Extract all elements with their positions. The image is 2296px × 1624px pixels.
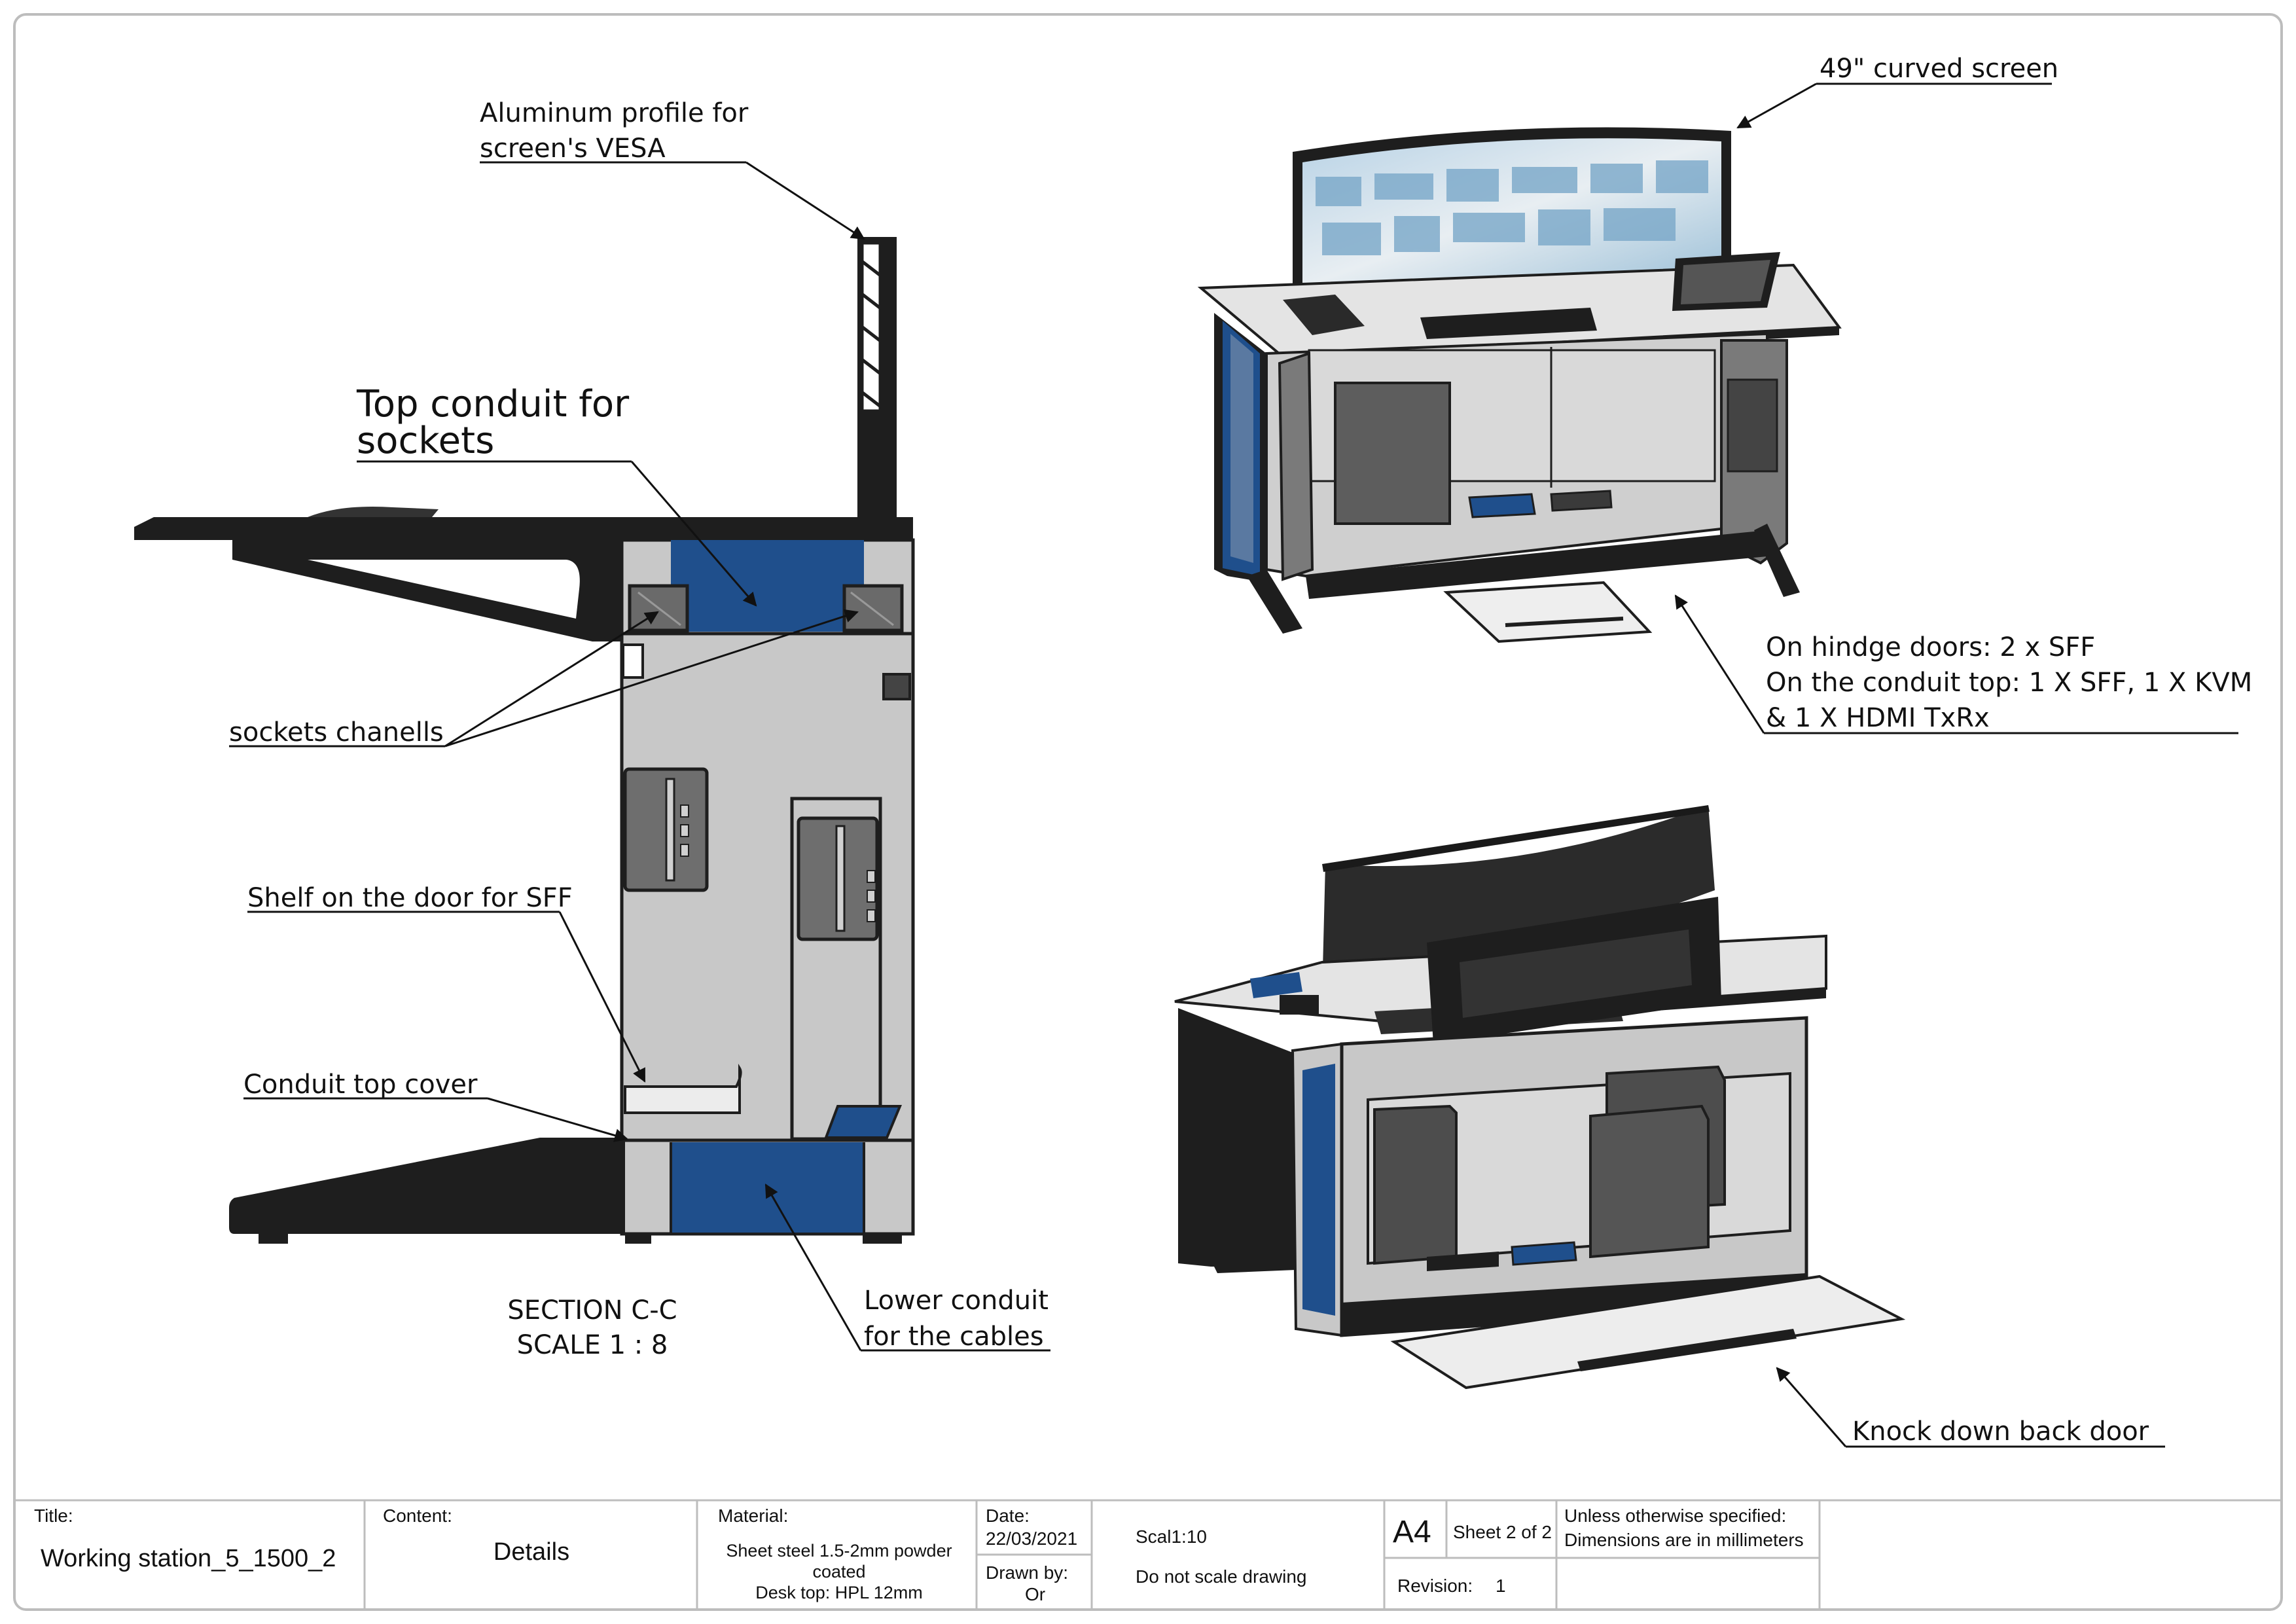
callout-lower-conduit-2: for the cables: [864, 1322, 1044, 1352]
sheet-border: [13, 13, 2283, 1611]
desk-top-section: [134, 517, 913, 540]
tb-material-line-2: coated: [812, 1562, 865, 1581]
tb-content-label: Content:: [383, 1506, 452, 1526]
section-title-1: SECTION C-C: [507, 1295, 677, 1326]
tb-title-value: Working station_5_1500_2: [41, 1545, 336, 1572]
tb-material-line-1: Sheet steel 1.5-2mm powder: [726, 1541, 952, 1561]
conduit-device: [824, 1105, 902, 1139]
tb-revision-value: 1: [1496, 1576, 1506, 1596]
tb-material-line-3: Desk top: HPL 12mm: [755, 1583, 923, 1602]
tb-sheet: Sheet 2 of 2: [1453, 1522, 1552, 1542]
callout-hinge-doors-2: On the conduit top: 1 X SFF, 1 X KVM: [1766, 668, 2252, 698]
front-iso-view: [1197, 127, 1842, 643]
section-title-2: SCALE 1 : 8: [517, 1330, 668, 1360]
back-iso-view: [1174, 805, 1906, 1390]
tb-content-value: Details: [493, 1538, 569, 1566]
tb-material-label: Material:: [718, 1506, 788, 1526]
callout-top-conduit-2: sockets: [357, 420, 494, 462]
phone: [1283, 295, 1365, 335]
callout-lower-conduit-1: Lower conduit: [864, 1286, 1049, 1316]
front-door-floor: [1443, 581, 1653, 643]
callout-conduit-cover: Conduit top cover: [243, 1070, 478, 1100]
callout-hinge-doors-1: On hindge doors: 2 x SFF: [1766, 632, 2095, 662]
tb-drawn-value: Or: [1025, 1584, 1045, 1604]
keyboard: [1420, 308, 1597, 339]
callout-curved-screen: 49" curved screen: [1820, 54, 2058, 84]
base-foot: [229, 1138, 625, 1234]
tb-revision-label: Revision:: [1397, 1576, 1473, 1596]
section-view: [134, 237, 915, 1244]
tb-scale: Scal1:10: [1136, 1526, 1207, 1547]
tb-no-scale: Do not scale drawing: [1136, 1566, 1306, 1587]
monitor-back: [1322, 805, 1715, 995]
tb-date-value: 22/03/2021: [986, 1528, 1077, 1549]
tb-paper-size: A4: [1393, 1515, 1431, 1549]
title-block: [14, 1499, 2282, 1610]
tb-note-1: Unless otherwise specified:: [1564, 1506, 1786, 1526]
tb-drawn-label: Drawn by:: [986, 1562, 1068, 1583]
callout-aluminum-profile-1: Aluminum profile for: [480, 98, 749, 128]
leader-lines: [229, 82, 2238, 1448]
callout-shelf-door: Shelf on the door for SFF: [247, 883, 573, 913]
socket-channel-right: [842, 584, 904, 632]
top-conduit: [671, 540, 864, 632]
tb-note-2: Dimensions are in millimeters: [1564, 1530, 1804, 1550]
callout-hinge-doors-3: & 1 X HDMI TxRx: [1766, 703, 1990, 733]
callout-sockets-channels: sockets chanells: [229, 717, 444, 748]
tb-title-label: Title:: [34, 1506, 73, 1526]
tb-date-label: Date:: [986, 1506, 1030, 1526]
callout-aluminum-profile-2: screen's VESA: [480, 134, 666, 164]
callout-top-conduit-1: Top conduit for: [356, 383, 630, 425]
callout-back-door: Knock down back door: [1852, 1416, 2149, 1447]
back-door-floor: [1390, 1274, 1906, 1390]
door-shelf: [624, 1064, 742, 1114]
